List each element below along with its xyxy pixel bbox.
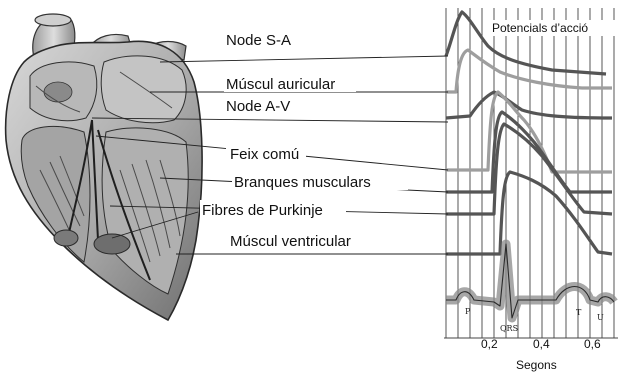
axis-tick-0-2: 0,2 bbox=[481, 337, 498, 351]
ecg-label-u: U bbox=[597, 313, 604, 322]
left-atrium bbox=[101, 56, 186, 123]
heart-illustration bbox=[6, 14, 202, 320]
leader-sa-node bbox=[160, 56, 448, 62]
structure-labels: Node S-A Múscul auricular Node A-V Feix … bbox=[200, 30, 408, 250]
panel-title: Potencials d’acció bbox=[492, 21, 588, 35]
ecg-label-p: P bbox=[465, 307, 471, 316]
axis-tick-0-4: 0,4 bbox=[533, 337, 550, 351]
papillary-muscle-left bbox=[94, 234, 130, 254]
label-atrial-muscle: Múscul auricular bbox=[226, 76, 335, 93]
label-av-node: Node A-V bbox=[226, 98, 290, 115]
ecg-label-qrs: QRS bbox=[500, 324, 518, 333]
label-purkinje-fibers: Fibres de Purkinje bbox=[202, 202, 323, 219]
papillary-muscle-right bbox=[54, 230, 78, 246]
label-bundle-branches: Branques musculars bbox=[234, 174, 371, 191]
aorta-opening bbox=[35, 14, 71, 26]
action-potential-traces bbox=[446, 12, 612, 254]
action-potential-panel bbox=[444, 8, 618, 338]
axis-title: Segons bbox=[516, 358, 557, 372]
trace-common-bundle bbox=[446, 92, 612, 172]
trace-av-node bbox=[446, 92, 612, 118]
label-common-bundle: Feix comú bbox=[230, 146, 299, 163]
sa-node-region bbox=[44, 82, 72, 102]
label-sa-node: Node S-A bbox=[226, 32, 291, 49]
label-ventricular-muscle: Múscul ventricular bbox=[230, 233, 351, 250]
ecg-label-t: T bbox=[576, 308, 582, 317]
axis-tick-0-6: 0,6 bbox=[584, 337, 601, 351]
